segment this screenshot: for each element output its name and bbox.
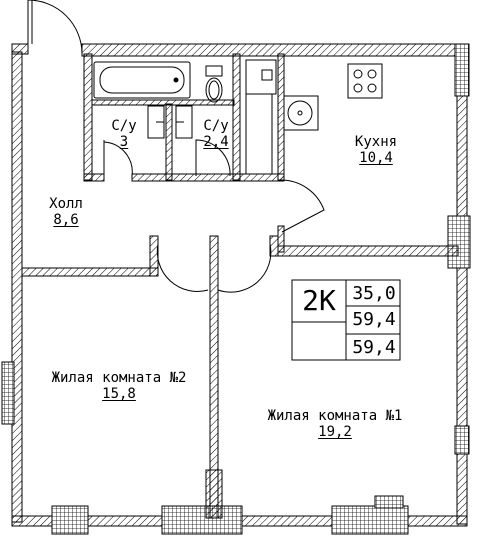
wall-living-divider-base: [205, 469, 223, 519]
wall-bath-left: [83, 53, 93, 181]
room-name: Кухня: [354, 134, 398, 150]
wall-kitchen-stub: [277, 225, 285, 253]
total-area-value-a: 59,4: [352, 309, 396, 330]
room-label-kitchen: Кухня 10,4: [336, 134, 416, 166]
window-bottom-1: [51, 505, 89, 535]
room-label-living-room-1: Жилая комната №1 19,2: [246, 408, 424, 440]
wall-kitchen-bottom: [277, 245, 459, 257]
window-left: [1, 361, 15, 425]
room-area: 10,4: [359, 150, 393, 166]
stove: [347, 63, 383, 99]
kitchen-door: [281, 179, 325, 233]
wall-hall-bottom-stub: [149, 235, 159, 277]
wall-bath-mid: [165, 103, 173, 181]
wall-bath-top-inner: [91, 99, 235, 106]
kitchen-counter: [245, 59, 277, 175]
window-bottom-3-sill: [374, 495, 404, 509]
toilet: [205, 65, 223, 103]
wall-top: [81, 43, 458, 57]
wall-bath-bottom-b: [131, 173, 241, 182]
kitchen-partition: [277, 225, 459, 257]
wall-kitchen-left: [239, 173, 285, 182]
hall-partition: [21, 235, 279, 519]
bathroom-walls: [83, 53, 285, 182]
window-bottom-2: [161, 505, 243, 535]
room-name: Жилая комната №2: [51, 370, 187, 386]
window-right-3: [454, 425, 470, 455]
wall-left: [11, 51, 23, 523]
window-right-2: [447, 215, 471, 269]
sink-2: [175, 105, 193, 139]
wall-kitchen-post: [277, 53, 285, 181]
room-label-bathroom-2: С/у 2,4: [196, 118, 236, 150]
room-name: С/у: [111, 118, 137, 134]
living-room-doors: [156, 243, 272, 293]
wall-bath-right: [232, 53, 241, 181]
room-area: 2,4: [203, 134, 229, 150]
room-area: 3: [119, 134, 129, 150]
total-area-value-b: 59,4: [352, 337, 396, 358]
room-area: 15,8: [102, 386, 136, 402]
bathtub: [93, 61, 191, 99]
wall-hall-bottom: [21, 267, 159, 277]
living-area-value: 35,0: [352, 283, 396, 304]
summary-table-frame: [291, 279, 401, 361]
entrance-door: [27, 0, 83, 55]
window-right-1: [454, 43, 470, 97]
room-label-hall: Холл 8,6: [36, 196, 96, 228]
room-name: С/у: [203, 118, 229, 134]
room-name: Жилая комната №1: [267, 408, 403, 424]
room-area: 8,6: [53, 212, 79, 228]
room-name: Холл: [49, 196, 83, 212]
wall-bath-bottom-a: [83, 173, 105, 182]
room-area: 19,2: [318, 424, 352, 440]
sink-1: [147, 105, 165, 139]
bathroom-doors: [103, 139, 231, 177]
apartment-type: 2К: [302, 284, 336, 317]
wall-top-left: [11, 43, 29, 55]
window-bottom-3: [331, 505, 409, 535]
room-label-bathroom-3: С/у 3: [104, 118, 144, 150]
room-label-living-room-2: Жилая комната №2 15,8: [30, 370, 208, 402]
kitchen-sink: [283, 95, 319, 131]
